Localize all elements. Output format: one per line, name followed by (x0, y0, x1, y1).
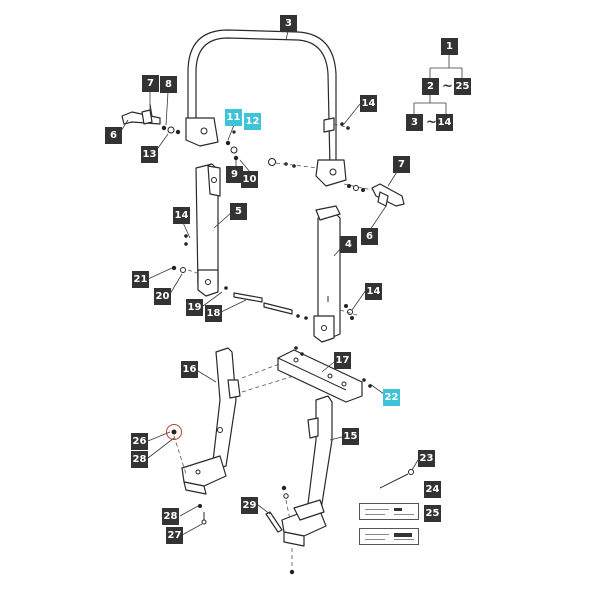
callout-part-15: 15 (342, 428, 359, 445)
upright-left-part-5 (195, 163, 221, 297)
latch-pin-right (371, 183, 405, 207)
callout-part-28-lower: 28 (162, 508, 179, 525)
callout-part-21: 21 (132, 271, 149, 288)
callout-part-18: 18 (205, 305, 222, 322)
callout-part-5: 5 (230, 203, 247, 220)
legend-level3-range-symbol: ~ (426, 115, 437, 130)
legend-level2-range-symbol: ~ (442, 79, 453, 94)
callout-part-8: 8 (160, 76, 177, 93)
callout-part-29: 29 (241, 497, 258, 514)
callout-part-22: 22 (383, 389, 400, 406)
legend-root-callout: 1 (441, 38, 458, 55)
decal-24 (359, 503, 419, 520)
callout-part-27: 27 (166, 527, 183, 544)
callout-part-28-upper: 28 (131, 451, 148, 468)
legend-level2-start-callout: 2 (422, 78, 439, 95)
callout-part-14-right: 14 (365, 283, 382, 300)
callout-part-6-right: 6 (361, 228, 378, 245)
callout-part-10: 10 (241, 171, 258, 188)
callout-part-23: 23 (418, 450, 435, 467)
hardware-left-top (161, 125, 239, 161)
callout-part-7-right: 7 (393, 156, 410, 173)
callout-part-14-top: 14 (360, 95, 377, 112)
callout-part-19: 19 (186, 299, 203, 316)
leader-lines (120, 30, 419, 536)
callout-part-7-left: 7 (142, 75, 159, 92)
legend-level3-end-callout: 14 (436, 114, 453, 131)
hardware-right-mid (339, 304, 361, 320)
lower-leg-right-part-15 (281, 395, 333, 547)
callout-part-25: 25 (424, 505, 441, 522)
legend-level2-end-callout: 25 (454, 78, 471, 95)
callout-part-13: 13 (141, 146, 158, 163)
highlight-circle-part-26 (166, 424, 182, 440)
callout-part-14-left: 14 (173, 207, 190, 224)
callout-part-11: 11 (225, 109, 242, 126)
callout-part-9: 9 (226, 166, 243, 183)
callout-part-4: 4 (340, 236, 357, 253)
lower-leg-left-part-16 (181, 347, 241, 495)
callout-part-17: 17 (334, 352, 351, 369)
callout-part-20: 20 (154, 288, 171, 305)
callout-part-6-left: 6 (105, 127, 122, 144)
callout-part-16: 16 (181, 361, 198, 378)
callout-part-3: 3 (280, 15, 297, 32)
hardware-left-mid (171, 234, 308, 320)
pin-part-23 (379, 469, 414, 489)
legend-level3-start-callout: 3 (406, 114, 423, 131)
decal-25 (359, 528, 419, 545)
cross-bracket-part-17 (277, 346, 372, 403)
callout-part-26: 26 (131, 433, 148, 450)
callout-part-24: 24 (424, 481, 441, 498)
roll-bar-part-3 (185, 29, 347, 187)
hardware-right-top (268, 122, 373, 192)
upright-right-part-4 (313, 205, 341, 343)
legend-tree-lines (413, 55, 463, 114)
callout-part-12: 12 (244, 113, 261, 130)
latch-pin-left (121, 103, 161, 125)
